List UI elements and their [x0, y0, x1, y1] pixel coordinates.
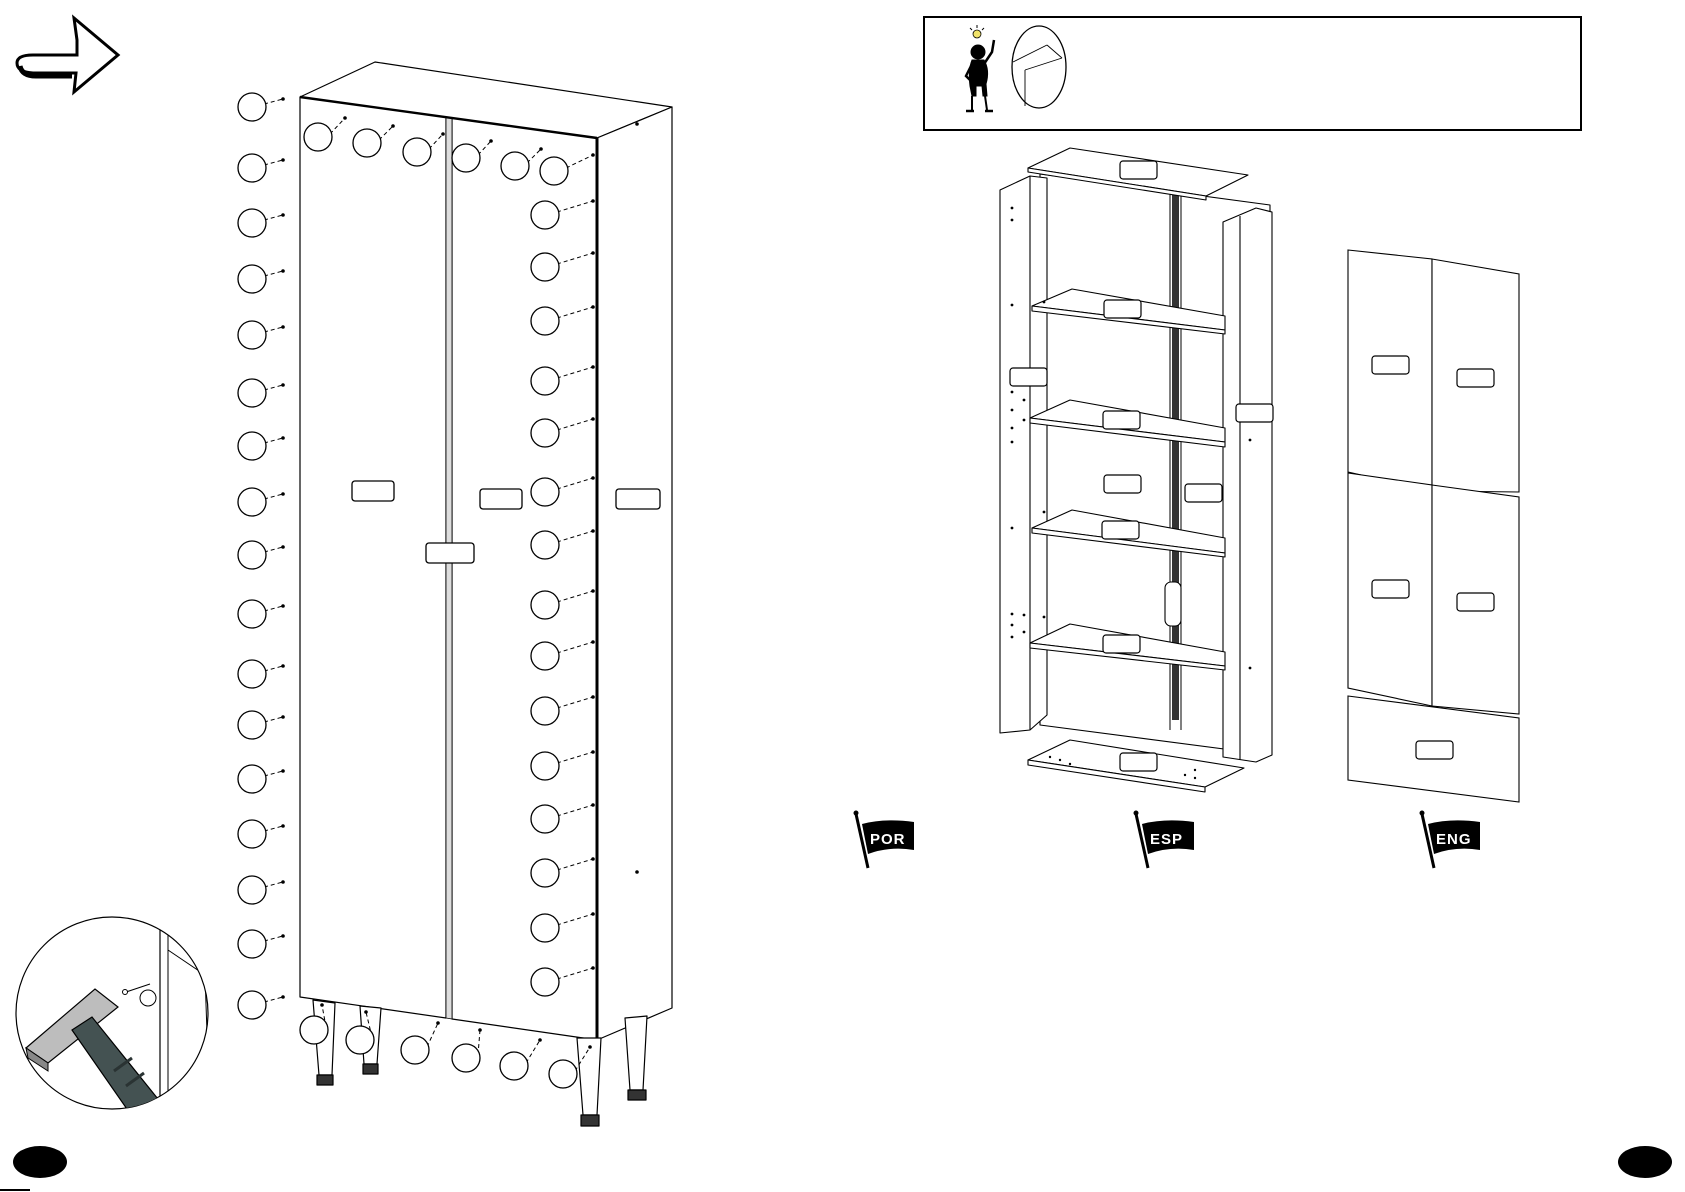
language-flag-eng: ENG: [1420, 811, 1481, 869]
nail-callout: [238, 765, 285, 793]
next-step-arrow-icon: [17, 18, 118, 92]
exploded-divider: [1165, 582, 1181, 626]
nail-callout: [238, 541, 285, 569]
back-divider-strip: [446, 117, 452, 1019]
part-label-back-right: [480, 489, 522, 509]
nail-callout: [238, 93, 285, 121]
hammer-detail: [16, 917, 210, 1122]
cabinet-side-panel: [597, 107, 672, 1040]
language-flag-esp: ESP: [1134, 811, 1195, 869]
lightbulb-icon: [973, 30, 981, 38]
nail-callout: [238, 488, 285, 516]
page-number-icon-left: [13, 1146, 67, 1178]
page-number-icon-right: [1618, 1146, 1672, 1178]
nail-callout: [238, 265, 285, 293]
nail-callout: [238, 876, 285, 904]
nail-callout: [238, 820, 285, 848]
tip-box: [924, 17, 1581, 130]
nail-callout: [238, 930, 285, 958]
language-flags: POR ESP ENG: [854, 811, 1481, 869]
language-flag-por: POR: [854, 811, 915, 869]
cabinet-back-view: [300, 62, 672, 1126]
nail-callout: [452, 1028, 482, 1072]
nail-callout: [238, 209, 285, 237]
edge-detail-magnifier: [1012, 26, 1066, 108]
back-panel-left: [300, 97, 446, 1018]
nail-callout: [500, 1038, 542, 1080]
nail-callout: [238, 154, 285, 182]
nail-callout: [238, 321, 285, 349]
language-code: POR: [870, 831, 906, 848]
nail-callout: [238, 432, 285, 460]
exploded-right-panel: [1223, 208, 1272, 762]
nail-callout: [238, 660, 285, 688]
part-label-side: [616, 489, 660, 509]
nail-callout: [238, 600, 285, 628]
door-panels: [1348, 250, 1519, 802]
part-label-divider: [426, 543, 474, 563]
part-label-back-left: [352, 481, 394, 501]
back-panel-right: [452, 118, 597, 1040]
nail-callout: [401, 1021, 440, 1064]
exploded-cabinet: [1000, 148, 1272, 792]
nail-callout: [238, 711, 285, 739]
nail-callout: [238, 991, 285, 1019]
nail-callout: [238, 379, 285, 407]
language-code: ENG: [1436, 831, 1472, 848]
language-code: ESP: [1150, 831, 1183, 848]
